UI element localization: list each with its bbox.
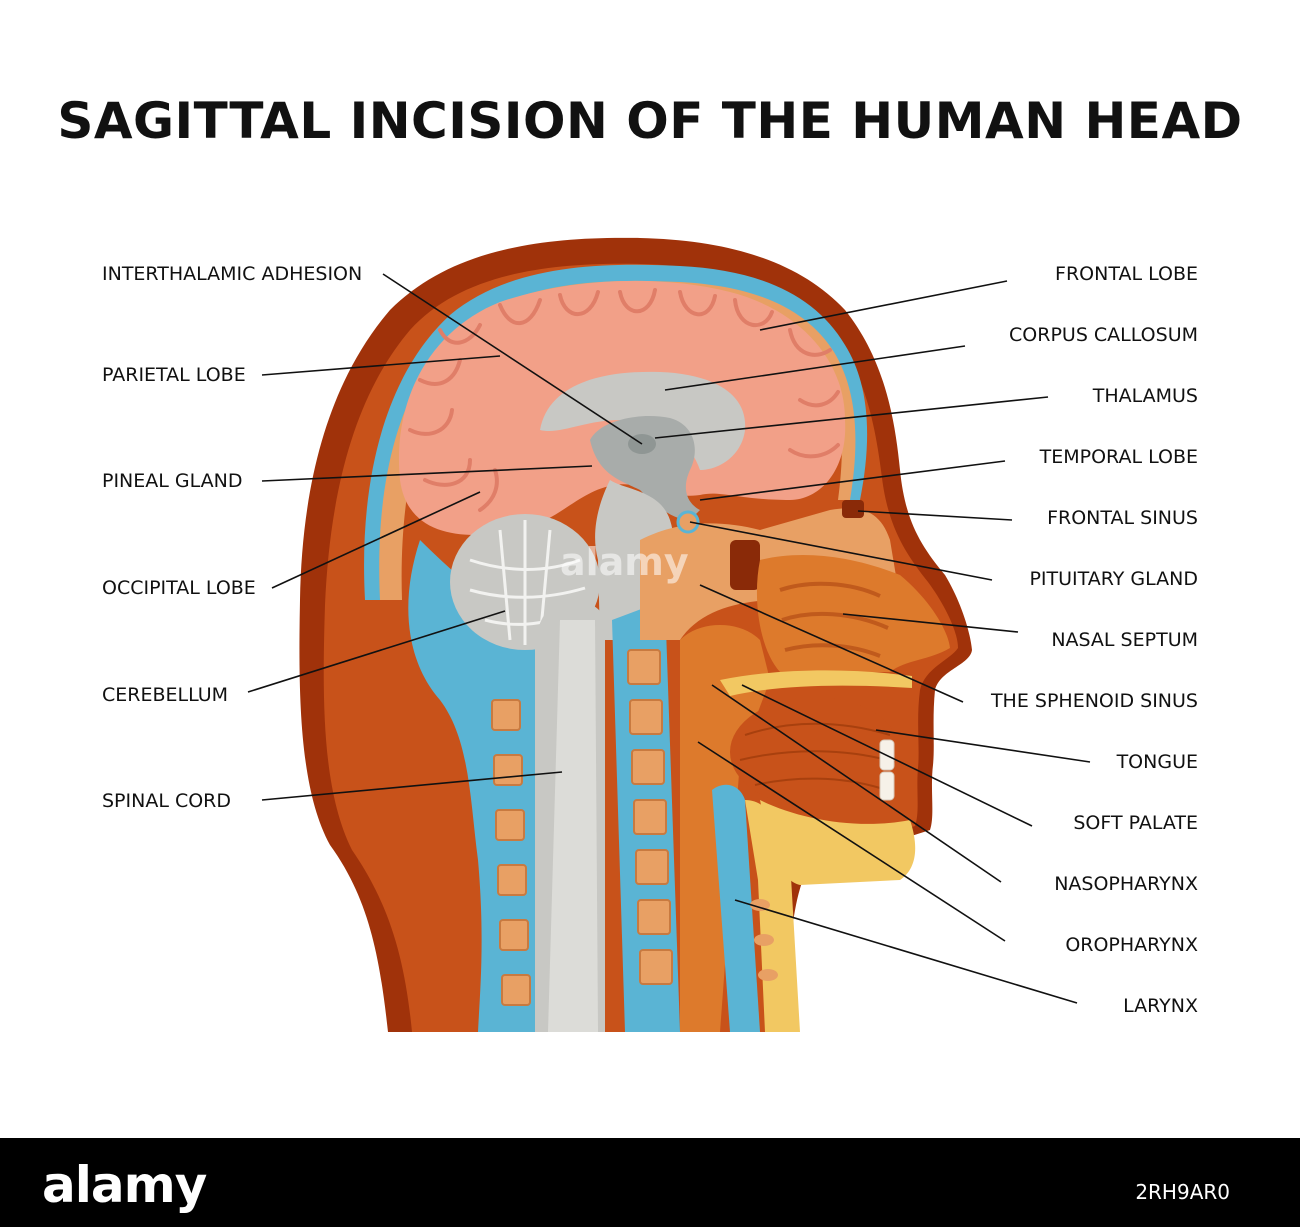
- back-vertebra-blocks: [491, 699, 531, 1006]
- leader-pituitary-gland: [689, 521, 993, 581]
- image-id: 2RH9AR0: [1135, 1180, 1230, 1204]
- tongue-lines: [739, 722, 896, 789]
- label-corpus-callosum: CORPUS CALLOSUM: [1009, 324, 1198, 346]
- leader-interthalamic-adhesion: [382, 273, 643, 445]
- vertebra-blocks: [627, 649, 673, 985]
- larynx-shape: [712, 784, 760, 1032]
- label-sphenoid-sinus: THE SPHENOID SINUS: [990, 690, 1198, 712]
- leader-thalamus: [654, 396, 1049, 439]
- label-pineal-gland: PINEAL GLAND: [102, 470, 243, 492]
- label-interthalamic-adhesion: INTERTHALAMIC ADHESION: [102, 263, 363, 285]
- trachea-rings: [750, 899, 778, 981]
- brain-gyri: [408, 288, 840, 512]
- pituitary-gland-shape: [676, 510, 700, 534]
- label-frontal-sinus: FRONTAL SINUS: [1047, 507, 1198, 529]
- mandible: [760, 800, 916, 885]
- label-occipital-lobe: OCCIPITAL LOBE: [102, 577, 256, 599]
- lower-teeth: [879, 771, 895, 801]
- leader-nasopharynx: [711, 684, 1002, 883]
- leader-frontal-lobe: [759, 280, 1008, 331]
- hard-palate: [720, 670, 912, 696]
- sphenoid-sinus-shape: [730, 540, 760, 590]
- neck-back-tissue: [408, 540, 535, 1032]
- trachea-shape: [745, 800, 800, 1032]
- label-spinal-cord: SPINAL CORD: [102, 790, 232, 812]
- leader-nasal-septum: [842, 613, 1019, 633]
- leader-pineal-gland: [261, 465, 593, 482]
- label-nasopharynx: NASOPHARYNX: [1054, 873, 1198, 895]
- label-tongue: TONGUE: [1116, 751, 1198, 773]
- frontal-sinus-shape: [842, 500, 864, 518]
- label-temporal-lobe: TEMPORAL LOBE: [1039, 446, 1198, 468]
- label-frontal-lobe: FRONTAL LOBE: [1055, 263, 1198, 285]
- thalamus-shape: [590, 416, 700, 520]
- leader-temporal-lobe: [699, 460, 1006, 501]
- watermark: alamy: [560, 540, 689, 584]
- label-oropharynx: OROPHARYNX: [1065, 934, 1198, 956]
- nasal-conchae: [779, 581, 889, 658]
- head-illustration: [247, 237, 1091, 1033]
- leader-occipital-lobe: [271, 491, 481, 589]
- leader-frontal-sinus: [857, 510, 1013, 521]
- leader-spinal-cord: [261, 771, 563, 801]
- brand-logo[interactable]: alamy: [42, 1156, 207, 1214]
- spinal-cord-inner: [548, 620, 598, 1032]
- label-nasal-septum: NASAL SEPTUM: [1051, 629, 1198, 651]
- leader-lines: [247, 273, 1091, 1004]
- page-title: SAGITTAL INCISION OF THE HUMAN HEAD: [57, 92, 1243, 150]
- footer-bar: alamy 2RH9AR0: [0, 1138, 1300, 1227]
- label-thalamus: THALAMUS: [1092, 385, 1198, 407]
- leader-parietal-lobe: [261, 355, 501, 376]
- label-parietal-lobe: PARIETAL LOBE: [102, 364, 246, 386]
- leader-corpus-callosum: [664, 345, 966, 391]
- leader-oropharynx: [697, 741, 1006, 942]
- label-soft-palate: SOFT PALATE: [1073, 812, 1198, 834]
- leader-soft-palate: [741, 684, 1033, 827]
- leader-larynx: [734, 899, 1078, 1004]
- leader-cerebellum: [247, 610, 506, 693]
- leader-tongue: [875, 729, 1091, 763]
- label-larynx: LARYNX: [1123, 995, 1198, 1017]
- label-cerebellum: CEREBELLUM: [102, 684, 229, 706]
- leader-sphenoid-sinus: [699, 584, 964, 703]
- label-pituitary-gland: PITUITARY GLAND: [1029, 568, 1198, 590]
